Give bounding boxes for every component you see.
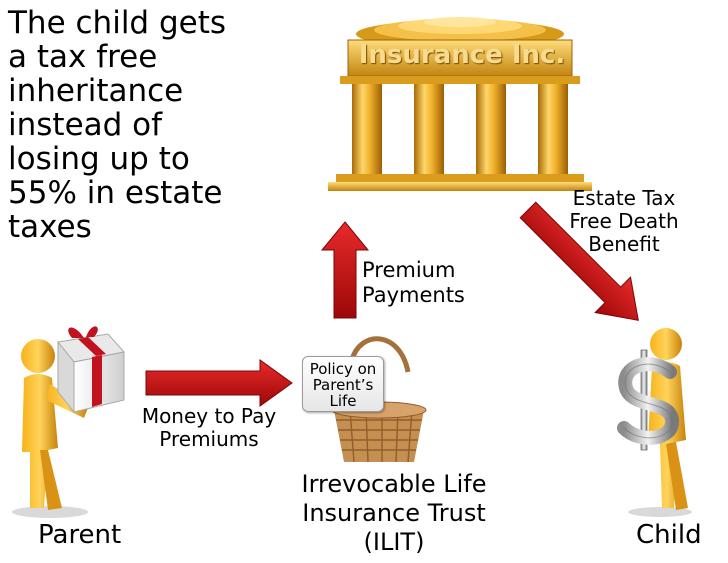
headline-text: The child gets a tax free inheritance in…	[8, 5, 227, 245]
premium-label: Premium Payments	[362, 258, 465, 307]
money-label: Money to Pay Premiums	[141, 404, 277, 451]
dollar-sign-icon	[617, 349, 679, 451]
trust-label: Irrevocable Life Insurance Trust (ILIT)	[301, 470, 487, 556]
child-label: Child	[636, 520, 702, 550]
insurer-sign: Insurance Inc.	[358, 40, 566, 70]
benefit-arrow	[519, 201, 639, 321]
gift-box-icon	[57, 326, 125, 414]
death-benefit-label: Estate Tax Free Death Benefit	[569, 186, 679, 256]
premium-arrow	[320, 221, 370, 319]
money-arrow	[145, 359, 293, 407]
basket-icon	[331, 336, 427, 463]
policy-card: Policy on Parent’s Life	[302, 356, 384, 412]
parent-label: Parent	[38, 520, 122, 550]
bank-building-icon	[328, 17, 592, 191]
child-figure	[628, 328, 692, 517]
